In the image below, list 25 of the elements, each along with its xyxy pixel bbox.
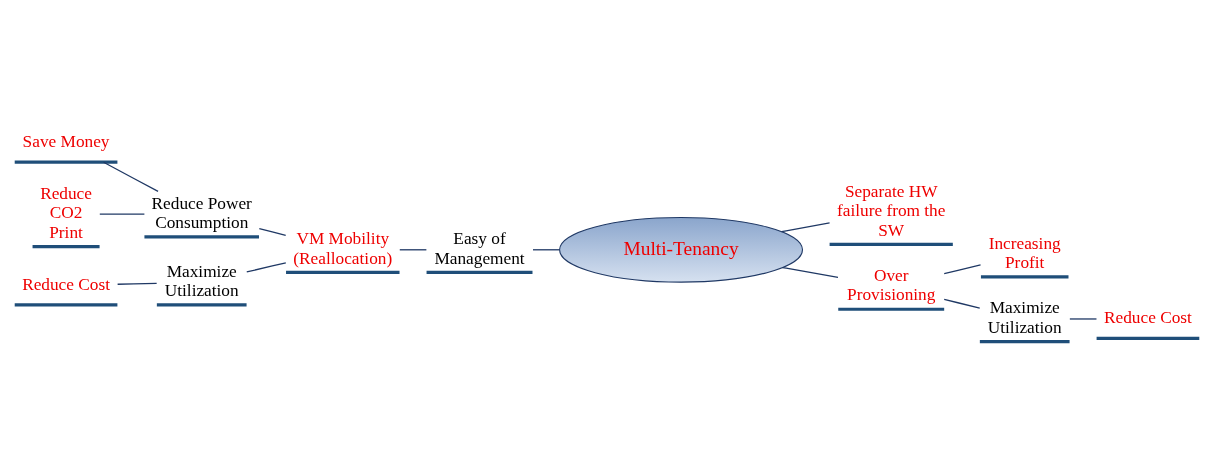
connector <box>116 282 158 285</box>
connector <box>258 228 287 237</box>
node-ellipse: Multi-Tenancy <box>559 216 804 283</box>
node-text: VM Mobility (Reallocation) <box>293 229 393 268</box>
node-text: Easy of Management <box>434 229 525 268</box>
connector <box>102 161 159 192</box>
node-text: Over Provisioning <box>847 265 936 305</box>
connector <box>1069 318 1098 320</box>
connector <box>781 266 839 278</box>
connector <box>943 298 981 309</box>
connector <box>99 213 146 215</box>
connector <box>943 264 982 275</box>
node-text: Reduce Cost <box>1104 308 1192 328</box>
node-text: Separate HW failure from the SW <box>836 181 946 240</box>
node-text: Save Money <box>22 131 110 151</box>
connector <box>780 222 831 233</box>
node-text: Reduce Power Consumption <box>151 193 252 232</box>
node-text: Maximize Utilization <box>987 298 1062 337</box>
node-text: Reduce Cost <box>22 274 110 294</box>
connector <box>532 249 560 251</box>
node-text: Maximize Utilization <box>164 261 239 301</box>
node-text: Reduce CO2 Print <box>40 183 92 242</box>
node-text: Increasing Profit <box>988 233 1061 272</box>
connector <box>399 249 427 251</box>
connector <box>246 262 287 273</box>
